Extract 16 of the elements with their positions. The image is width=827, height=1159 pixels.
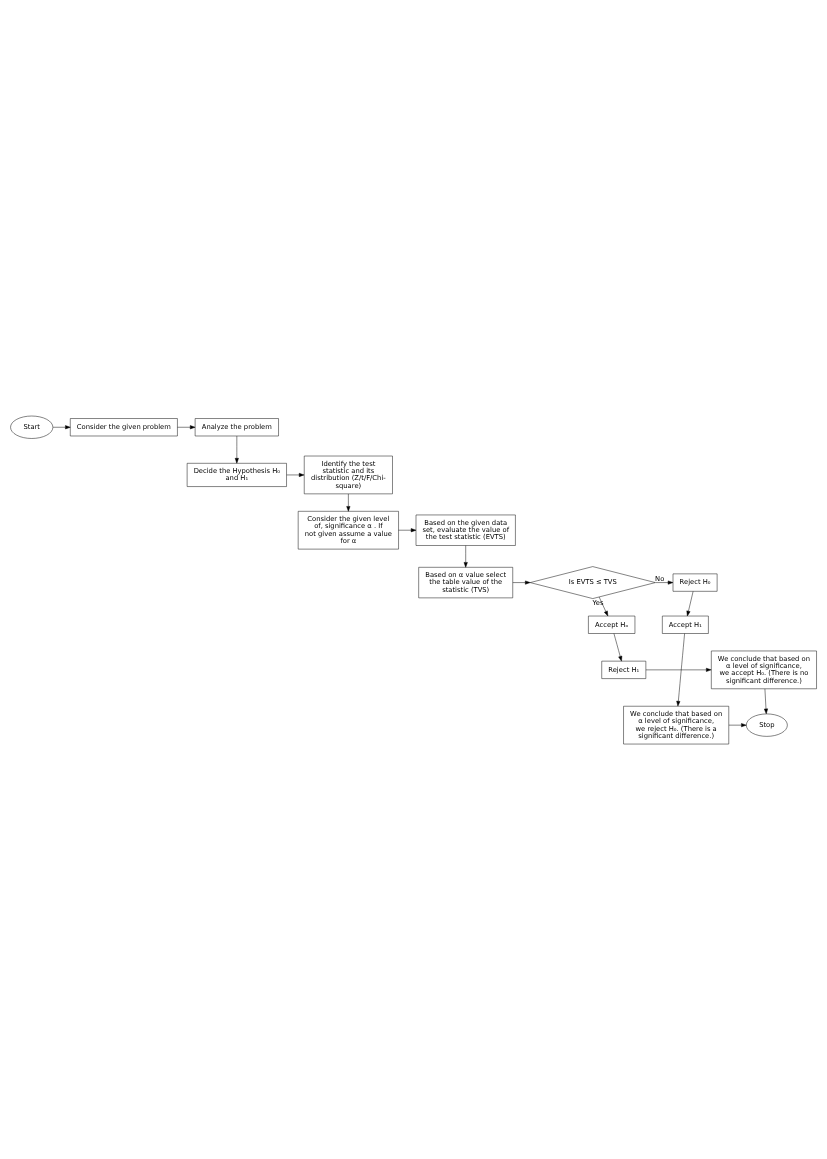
- arrow: [655, 580, 674, 584]
- arrow: [613, 632, 623, 661]
- arrow: [286, 472, 305, 477]
- arrow: [645, 667, 712, 672]
- arrow: [346, 493, 351, 511]
- arrow: [764, 688, 768, 714]
- arrow: [676, 632, 685, 706]
- arrow: [686, 590, 694, 616]
- arrow: [177, 424, 196, 429]
- arrow: [398, 527, 417, 532]
- arrow: [598, 596, 609, 616]
- arrow: [512, 580, 531, 584]
- arrow: [463, 544, 468, 567]
- arrow: [52, 424, 71, 429]
- arrow: [234, 435, 239, 463]
- arrow: [728, 722, 747, 727]
